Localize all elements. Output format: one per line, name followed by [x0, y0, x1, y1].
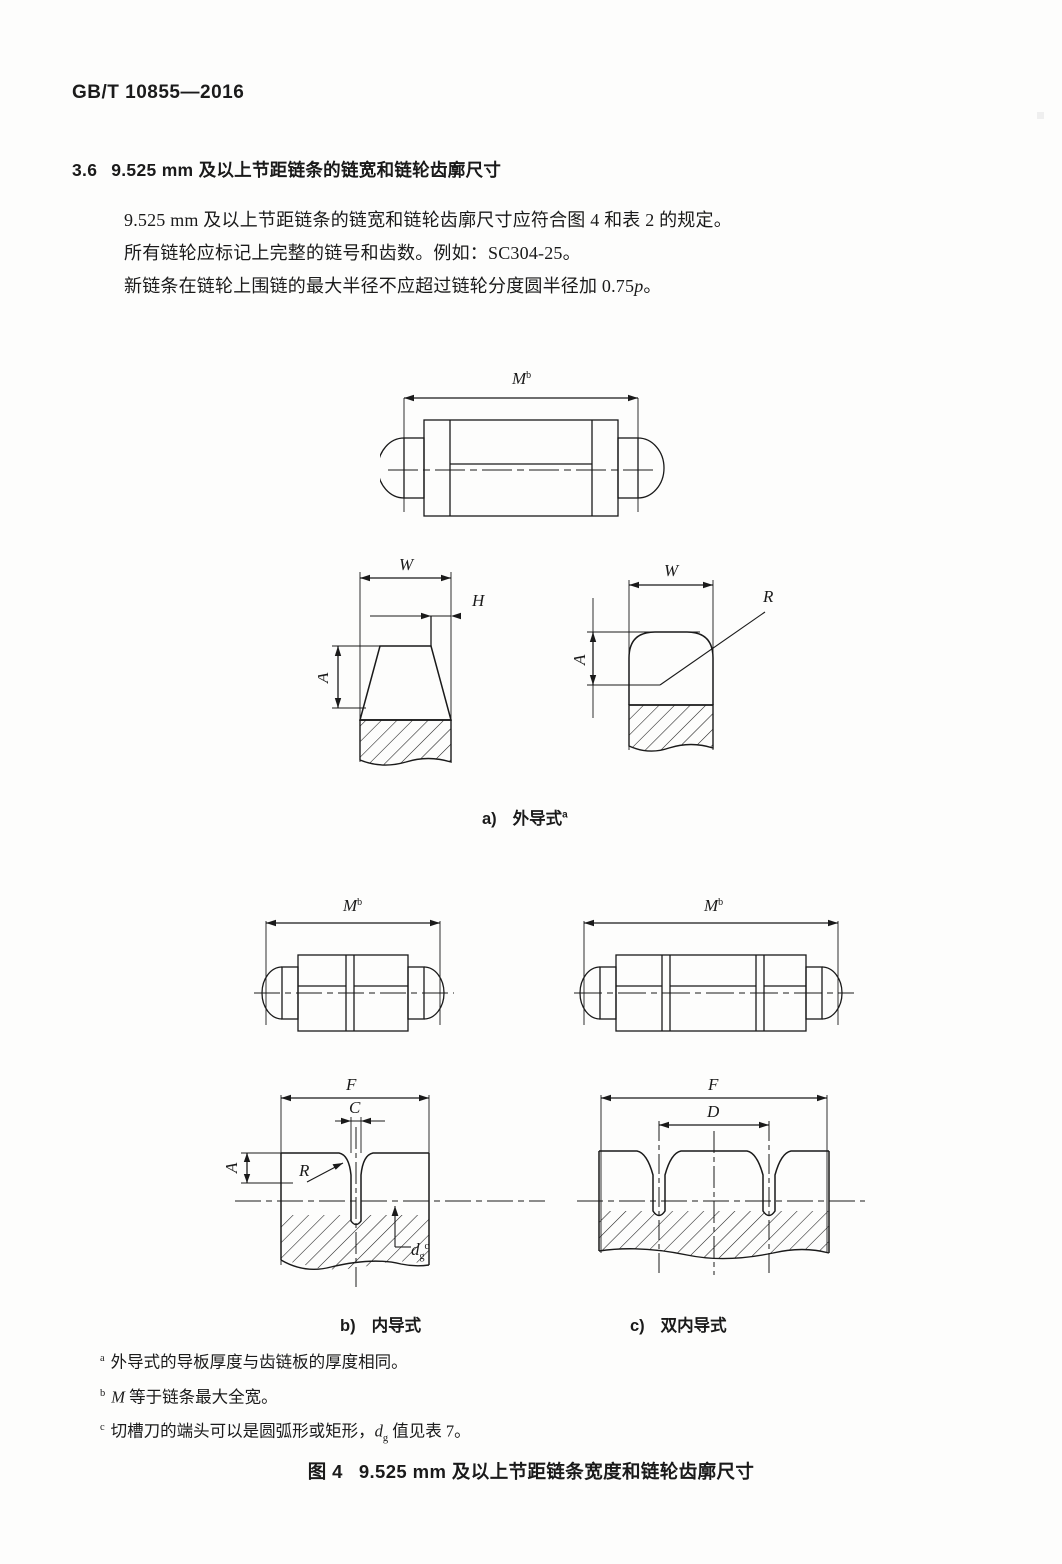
- subcaption-a-label: a): [482, 810, 497, 828]
- subcaption-c-text: 双内导式: [660, 1317, 727, 1335]
- dim-label-d: D: [706, 1102, 720, 1121]
- section-heading: 3.6 9.525 mm 及以上节距链条的链宽和链轮齿廓尺寸: [72, 157, 501, 182]
- diagram-b-groove-profile: F C A R dgc: [222, 1075, 545, 1287]
- dim-label-a: A: [222, 1162, 241, 1174]
- dim-label-r: R: [298, 1161, 310, 1180]
- dim-label-m: Mb: [342, 896, 362, 915]
- dim-label-f: F: [707, 1075, 719, 1094]
- dim-label-m: Mb: [703, 896, 723, 915]
- diagram-c-groove-profile: F D: [577, 1075, 865, 1275]
- footnote-c-pre: 切槽刀的端头可以是圆弧形或矩形，: [110, 1421, 375, 1441]
- subcaption-a-note: a: [562, 809, 568, 821]
- footnote-c-post: 值见表 7。: [388, 1421, 471, 1441]
- figure-title: 图 4 9.525 mm 及以上节距链条宽度和链轮齿廓尺寸: [0, 1458, 1062, 1484]
- footnote-c-sub: g: [382, 1432, 389, 1444]
- subcaption-a: a) 外导式a: [482, 805, 568, 829]
- figure-4: Mb: [0, 350, 1062, 1350]
- footnote-c-var: d: [374, 1421, 383, 1441]
- subcaption-c: c) 双内导式: [630, 1312, 727, 1336]
- footnote-a-text: 外导式的导板厚度与齿链板的厚度相同。: [110, 1352, 408, 1372]
- footnote-b-var: M: [111, 1387, 125, 1406]
- dim-label-m: Mb: [511, 369, 531, 388]
- body-line: 所有链轮应标记上完整的链号和齿数。例如：SC304-25。: [124, 243, 581, 263]
- diagram-a-assembly: Mb: [380, 369, 665, 517]
- body-line: 9.525 mm 及以上节距链条的链宽和链轮齿廓尺寸应符合图 4 和表 2 的规…: [124, 210, 732, 230]
- subcaption-a-text: 外导式: [512, 810, 563, 828]
- subcaption-c-label: c): [630, 1317, 645, 1335]
- footnote-b-text: 等于链条最大全宽。: [125, 1387, 278, 1406]
- dim-label-w: W: [399, 555, 415, 574]
- section-number: 3.6: [72, 160, 98, 180]
- dim-label-w: W: [664, 561, 680, 580]
- subcaption-b: b) 内导式: [340, 1312, 421, 1336]
- body-line: 新链条在链轮上围链的最大半径不应超过链轮分度圆半径加 0.75p。: [124, 276, 662, 296]
- standard-number: GB/T 10855—2016: [72, 82, 245, 103]
- figure-title-text: 9.525 mm 及以上节距链条宽度和链轮齿廓尺寸: [358, 1461, 755, 1482]
- dim-label-h: H: [471, 591, 486, 610]
- footnote-a: a 外导式的导板厚度与齿链板的厚度相同。: [100, 1343, 800, 1378]
- footnote-b-mark: b: [100, 1387, 106, 1399]
- footnote-a-mark: a: [100, 1353, 105, 1364]
- dim-label-c: C: [349, 1098, 361, 1117]
- section-title: 9.525 mm 及以上节距链条的链宽和链轮齿廓尺寸: [111, 160, 502, 180]
- subcaption-b-text: 内导式: [371, 1317, 422, 1335]
- body-paragraphs: 9.525 mm 及以上节距链条的链宽和链轮齿廓尺寸应符合图 4 和表 2 的规…: [124, 204, 924, 303]
- footnote-c: c 切槽刀的端头可以是圆弧形或矩形，dg 值见表 7。: [100, 1412, 800, 1454]
- subcaption-b-label: b): [340, 1317, 356, 1335]
- dim-label-r: R: [762, 587, 774, 606]
- diagram-b-assembly: Mb: [254, 896, 454, 1032]
- dim-label-a: A: [570, 654, 589, 666]
- diagram-a-left-profile: W H A: [318, 555, 486, 766]
- corner-trim-mark: [1037, 112, 1044, 119]
- dim-label-a: A: [318, 672, 332, 684]
- dim-label-f: F: [345, 1075, 357, 1094]
- footnote-c-mark: c: [100, 1422, 105, 1433]
- figure-title-lead: 图 4: [307, 1461, 343, 1482]
- diagram-c-assembly: Mb: [574, 896, 854, 1032]
- diagram-a-right-profile: W A R: [570, 561, 774, 752]
